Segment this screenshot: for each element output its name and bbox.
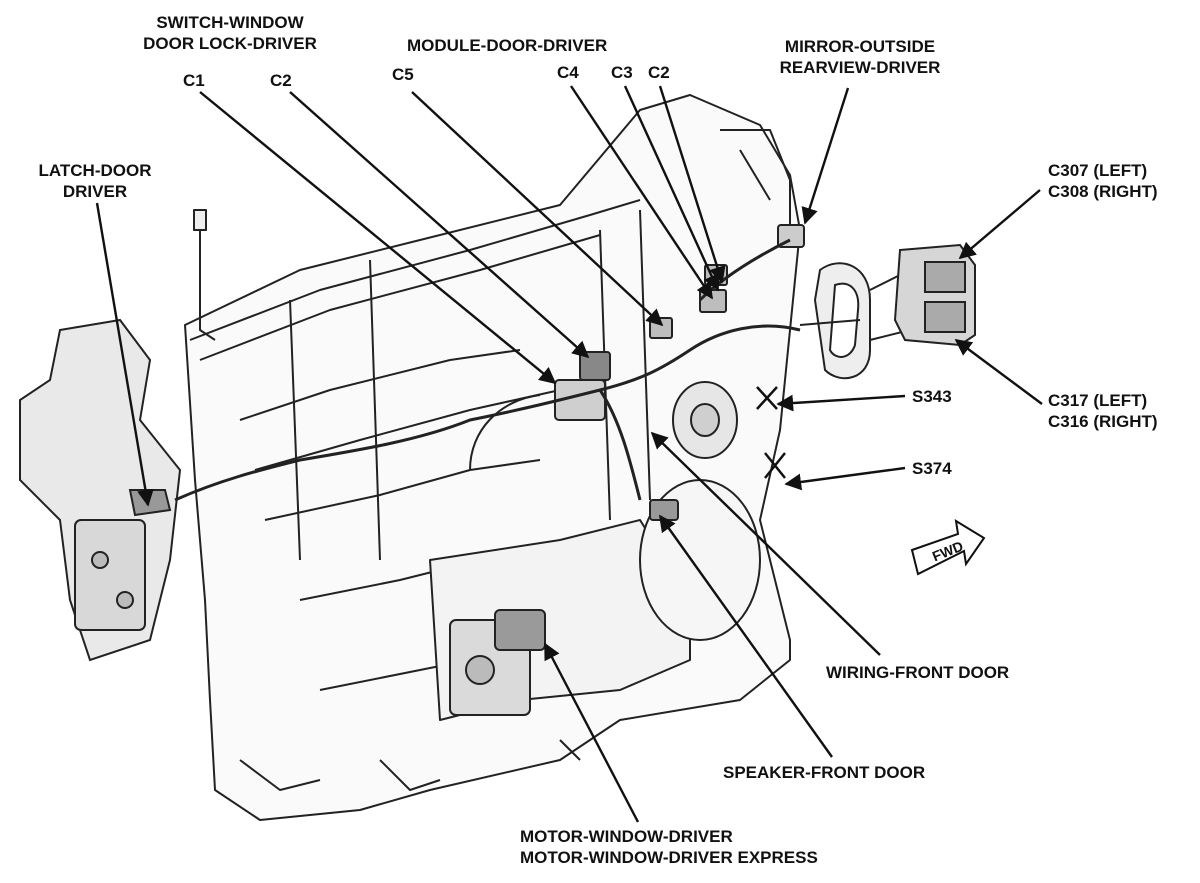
speaker (649, 381, 738, 521)
label-c307: C307 (LEFT) (1048, 161, 1148, 180)
leader-c5 (411, 91, 664, 327)
label-c2-module: C2 (648, 63, 670, 82)
label-c307-c308: C307 (LEFT) C308 (RIGHT) (1048, 160, 1158, 202)
leader-c317 (954, 338, 1043, 405)
latch-assembly (19, 318, 182, 662)
label-mirror-line2: REARVIEW-DRIVER (779, 58, 941, 77)
label-c1: C1 (183, 71, 205, 90)
leader-c307 (958, 189, 1041, 260)
label-s374: S374 (912, 459, 952, 478)
label-switch-window-line2: DOOR LOCK-DRIVER (143, 34, 317, 53)
label-c4: C4 (557, 63, 579, 82)
label-c316: C316 (RIGHT) (1048, 412, 1158, 431)
leader-c3 (623, 85, 720, 292)
label-speaker: SPEAKER-FRONT DOOR (723, 763, 926, 782)
label-mirror: MIRROR-OUTSIDE REARVIEW-DRIVER (755, 36, 965, 78)
label-c2-switch: C2 (270, 71, 292, 90)
leader-speaker (659, 514, 833, 758)
label-s343: S343 (912, 387, 952, 406)
leader-c2-module (658, 85, 726, 284)
leader-lines (95, 85, 1043, 823)
window-motor (449, 609, 546, 716)
label-motor: MOTOR-WINDOW-DRIVER MOTOR-WINDOW-DRIVER … (520, 826, 818, 868)
leader-wiring (650, 431, 881, 656)
leader-latch (95, 202, 154, 507)
label-latch-line2: DRIVER (62, 182, 128, 201)
leader-s374 (784, 466, 906, 491)
leader-motor (543, 642, 640, 823)
label-switch-window: SWITCH-WINDOW DOOR LOCK-DRIVER (110, 12, 350, 54)
leader-mirror (801, 87, 850, 225)
splice-marks (756, 386, 786, 479)
label-module-door: MODULE-DOOR-DRIVER (407, 36, 608, 55)
label-c3: C3 (611, 63, 633, 82)
label-wiring: WIRING-FRONT DOOR (826, 663, 1010, 682)
fwd-arrow: FWD (910, 519, 986, 576)
label-motor-line1: MOTOR-WINDOW-DRIVER (520, 827, 733, 846)
label-motor-line2: MOTOR-WINDOW-DRIVER EXPRESS (520, 848, 818, 867)
label-c308: C308 (RIGHT) (1048, 182, 1158, 201)
door-connectors-c307-c317 (893, 243, 976, 347)
leader-c4 (570, 85, 713, 300)
leader-c1 (199, 91, 557, 385)
label-c5: C5 (392, 65, 414, 84)
leader-s343 (776, 394, 906, 412)
label-latch-line1: LATCH-DOOR (38, 161, 152, 180)
label-latch: LATCH-DOOR DRIVER (15, 160, 175, 202)
label-switch-window-line1: SWITCH-WINDOW (156, 13, 304, 32)
label-c317-c316: C317 (LEFT) C316 (RIGHT) (1048, 390, 1158, 432)
door-inner-panel (184, 94, 801, 821)
harness-grommet (799, 262, 911, 380)
leader-c2-switch (289, 91, 590, 359)
label-c317: C317 (LEFT) (1048, 391, 1148, 410)
label-mirror-line1: MIRROR-OUTSIDE (784, 37, 936, 56)
